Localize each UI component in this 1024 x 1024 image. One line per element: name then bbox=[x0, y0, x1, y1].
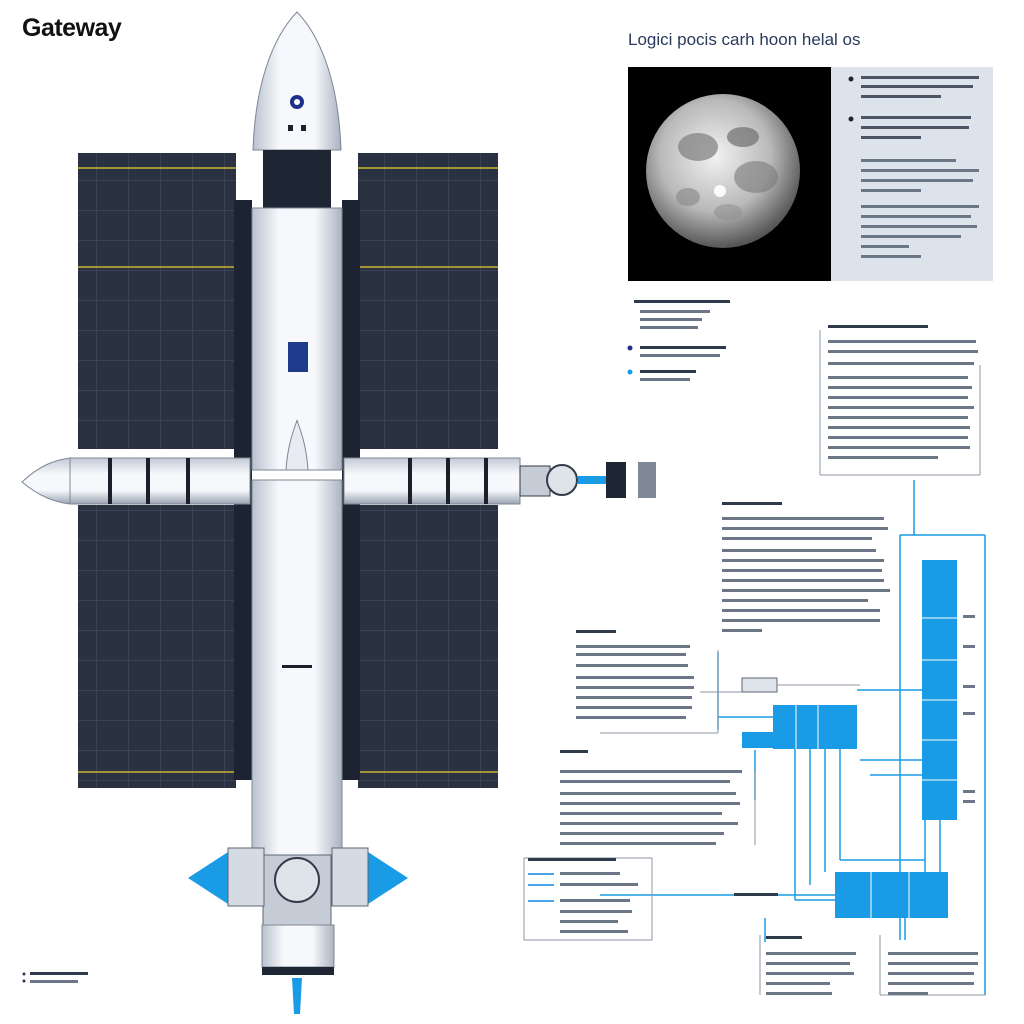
moon-notes-panel bbox=[831, 67, 993, 281]
callout-text-upper-right bbox=[828, 325, 978, 459]
corner-caption bbox=[22, 972, 88, 983]
cross-hull-module bbox=[21, 457, 656, 505]
bullet-dot-icon bbox=[848, 76, 854, 82]
callout-text-lower-left bbox=[560, 750, 742, 845]
solar-array-lower-right bbox=[358, 505, 498, 788]
page-title: Gateway bbox=[22, 14, 122, 42]
moon-image bbox=[646, 94, 800, 248]
solar-array-upper-right bbox=[358, 153, 498, 449]
callout-legend-left bbox=[627, 300, 730, 381]
callout-text-bottom bbox=[734, 615, 978, 995]
main-hull-module bbox=[251, 11, 343, 1014]
solar-array-lower-left bbox=[78, 505, 236, 788]
callout-legend-bottom bbox=[528, 858, 638, 933]
moon-panel-heading: Logici pocis carh hoon helal os bbox=[628, 30, 861, 49]
callout-text-left-middle bbox=[576, 630, 694, 719]
solar-array-upper-left bbox=[78, 153, 236, 449]
callout-text-middle bbox=[722, 502, 890, 632]
moon-image-panel bbox=[628, 67, 831, 281]
moon-notes-text bbox=[848, 76, 979, 258]
thruster-icon bbox=[188, 847, 408, 907]
bullet-dot-icon bbox=[848, 116, 854, 122]
systems-schematic bbox=[523, 330, 986, 996]
